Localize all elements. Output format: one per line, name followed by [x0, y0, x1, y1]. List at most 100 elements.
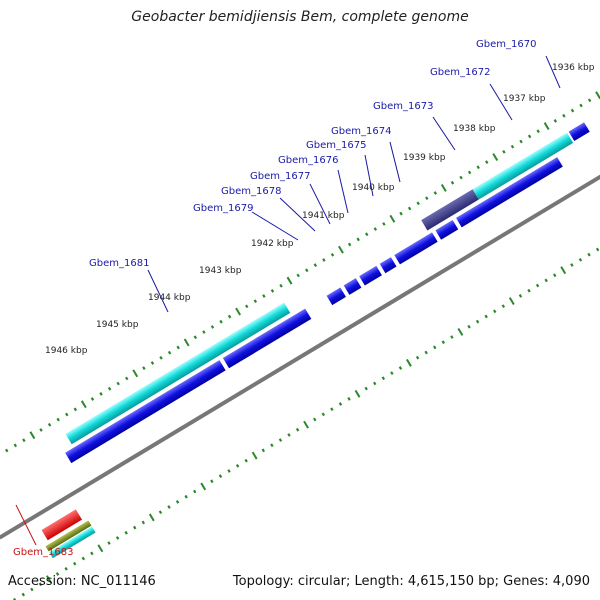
outer-tick-mark	[330, 252, 335, 257]
outer-tick-mark	[279, 283, 283, 288]
tick-label-1944: 1944 kbp	[148, 293, 191, 303]
inner-tick-mark	[235, 463, 240, 468]
outer-tick-mark	[536, 129, 540, 134]
outer-tick-track	[5, 91, 600, 453]
inner-tick-mark	[90, 551, 94, 556]
outer-tick-mark	[399, 211, 403, 216]
gene-label-1679: Gbem_1679	[193, 203, 253, 214]
gene-label-1670: Gbem_1670	[476, 39, 536, 50]
outer-tick-mark	[262, 294, 266, 298]
tick-label-1937: 1937 kbp	[503, 94, 546, 104]
inner-tick-mark	[141, 520, 146, 525]
outer-tick-mark	[382, 222, 386, 226]
inner-tick-mark	[73, 561, 77, 566]
inner-tick-mark	[287, 433, 291, 437]
inner-tick-mark	[97, 544, 104, 553]
inner-tick-mark	[295, 427, 300, 432]
outer-tick-mark	[440, 183, 447, 192]
inner-tick-mark	[148, 513, 155, 522]
outer-tick-mark	[227, 314, 232, 319]
outer-tick-mark	[502, 149, 506, 154]
outer-tick-mark	[492, 153, 499, 161]
inner-tick-mark	[107, 541, 111, 545]
inner-tick-mark	[330, 407, 334, 412]
gene-block-1674	[421, 189, 479, 231]
inner-tick-mark	[184, 494, 188, 499]
inner-tick-mark	[501, 304, 506, 309]
leader-1673	[432, 116, 456, 151]
outer-tick-mark	[90, 397, 95, 401]
inner-tick-mark	[527, 288, 531, 293]
outer-tick-mark	[73, 407, 78, 412]
outer-tick-mark	[579, 103, 583, 108]
inner-tick-mark	[595, 247, 600, 252]
inner-tick-mark	[441, 340, 446, 345]
outer-tick-mark	[450, 180, 455, 185]
inner-tick-mark	[381, 376, 386, 381]
tick-label-1945: 1945 kbp	[96, 320, 139, 330]
inner-tick-mark	[200, 482, 207, 491]
inner-tick-mark	[167, 505, 171, 509]
inner-tick-mark	[433, 345, 437, 350]
inner-tick-mark	[227, 469, 231, 473]
inner-tick-mark	[560, 266, 567, 275]
outer-tick-mark	[467, 170, 472, 175]
gene-block-olive	[45, 520, 92, 552]
gene-block-1676	[379, 257, 397, 274]
outer-tick-mark	[13, 443, 18, 448]
inner-tick-mark	[373, 381, 377, 386]
leader-1676	[337, 169, 349, 214]
leader-1678	[279, 197, 316, 232]
inner-tick-mark	[544, 278, 548, 283]
outer-tick-mark	[510, 144, 515, 149]
inner-tick-mark	[457, 328, 464, 336]
inner-tick-mark	[251, 451, 258, 460]
outer-tick-mark	[80, 400, 87, 409]
inner-tick-mark	[553, 273, 557, 278]
inner-tick-mark	[193, 489, 197, 494]
outer-tick-mark	[183, 338, 190, 347]
gene-label-1677: Gbem_1677	[250, 171, 310, 182]
inner-tick-mark	[115, 536, 120, 540]
genome-backbone	[0, 144, 600, 540]
inner-tick-mark	[64, 566, 68, 571]
gene-labels: Gbem_1670 Gbem_1672 Gbem_1673 Gbem_1674 …	[13, 39, 536, 558]
tick-label-1938: 1938 kbp	[453, 124, 496, 134]
outer-tick-mark	[347, 242, 352, 247]
outer-tick-mark	[595, 91, 600, 100]
gene-block-1680	[222, 308, 312, 369]
tick-label-1940: 1940 kbp	[352, 183, 395, 193]
inner-tick-mark	[46, 575, 52, 584]
gene-label-1674: Gbem_1674	[331, 126, 391, 137]
inner-tick-mark	[364, 386, 368, 391]
map-title: Geobacter bemidjiensis Bem, complete gen…	[131, 9, 469, 25]
outer-tick-mark	[476, 165, 480, 170]
gene-label-1673: Gbem_1673	[373, 101, 433, 112]
genome-summary-text: Topology: circular; Length: 4,615,150 bp…	[232, 574, 590, 589]
gene-label-1675: Gbem_1675	[306, 140, 366, 151]
outer-tick-mark	[286, 276, 293, 285]
inner-tick-mark	[518, 294, 523, 298]
map-rotated-frame	[0, 91, 600, 600]
outer-tick-mark	[407, 206, 412, 211]
outer-tick-mark	[485, 160, 489, 164]
leader-1675	[364, 154, 374, 197]
outer-tick-mark	[176, 345, 180, 350]
leader-1670	[545, 55, 561, 89]
inner-tick-mark	[535, 283, 540, 288]
inner-tick-mark	[278, 438, 283, 442]
outer-tick-mark	[527, 134, 532, 139]
outer-tick-mark	[587, 98, 592, 103]
inner-tick-mark	[124, 530, 128, 535]
gene-block-1681	[65, 302, 291, 445]
inner-tick-mark	[508, 297, 515, 306]
outer-tick-mark	[202, 330, 206, 334]
inner-tick-mark	[158, 510, 163, 515]
inner-tick-mark	[475, 319, 480, 324]
inner-tick-mark	[398, 366, 403, 370]
gene-block-cyan-left	[49, 526, 96, 559]
inner-tick-mark	[21, 592, 26, 597]
outer-tick-mark	[365, 232, 369, 237]
outer-tick-mark	[22, 438, 26, 443]
